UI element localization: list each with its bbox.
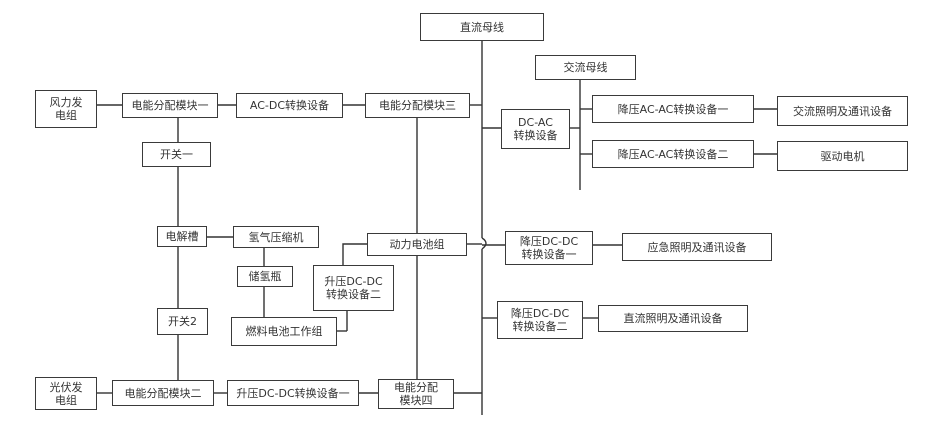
fuel-cell-stack: 燃料电池工作组	[231, 317, 337, 346]
step-down-dc-dc-converter-2: 降压DC-DC 转换设备二	[497, 301, 583, 339]
energy-distribution-module-3: 电能分配模块三	[365, 93, 470, 118]
drive-motor: 驱动电机	[777, 141, 908, 171]
switch-2: 开关2	[157, 308, 208, 335]
ac-dc-converter: AC-DC转换设备	[236, 93, 343, 118]
pv-generator-block: 光伏发 电组	[35, 377, 97, 410]
step-down-ac-ac-converter-2: 降压AC-AC转换设备二	[592, 140, 754, 168]
dc-lighting-comm-equipment: 直流照明及通讯设备	[598, 305, 748, 332]
energy-distribution-module-2: 电能分配模块二	[112, 380, 214, 406]
emergency-lighting-comm-equipment: 应急照明及通讯设备	[622, 233, 772, 261]
hydrogen-compressor: 氢气压缩机	[233, 226, 319, 248]
wind-generator-block: 风力发 电组	[35, 90, 97, 128]
power-battery-pack: 动力电池组	[367, 233, 467, 256]
switch-1: 开关一	[142, 142, 211, 167]
dc-bus-hop	[481, 237, 487, 250]
step-up-dc-dc-converter-1: 升压DC-DC转换设备一	[227, 380, 359, 406]
electrolyzer: 电解槽	[157, 226, 207, 247]
ac-lighting-comm-equipment: 交流照明及通讯设备	[777, 96, 908, 126]
ac-bus-block: 交流母线	[535, 55, 636, 80]
energy-distribution-module-4: 电能分配 模块四	[378, 379, 454, 409]
step-down-dc-dc-converter-1: 降压DC-DC 转换设备一	[505, 231, 593, 265]
step-down-ac-ac-converter-1: 降压AC-AC转换设备一	[592, 95, 754, 123]
energy-distribution-module-1: 电能分配模块一	[122, 93, 218, 118]
dc-bus-block: 直流母线	[420, 13, 544, 41]
step-up-dc-dc-converter-2: 升压DC-DC 转换设备二	[313, 265, 394, 311]
dc-ac-converter: DC-AC 转换设备	[501, 109, 570, 149]
hydrogen-storage-tank: 储氢瓶	[237, 266, 293, 287]
